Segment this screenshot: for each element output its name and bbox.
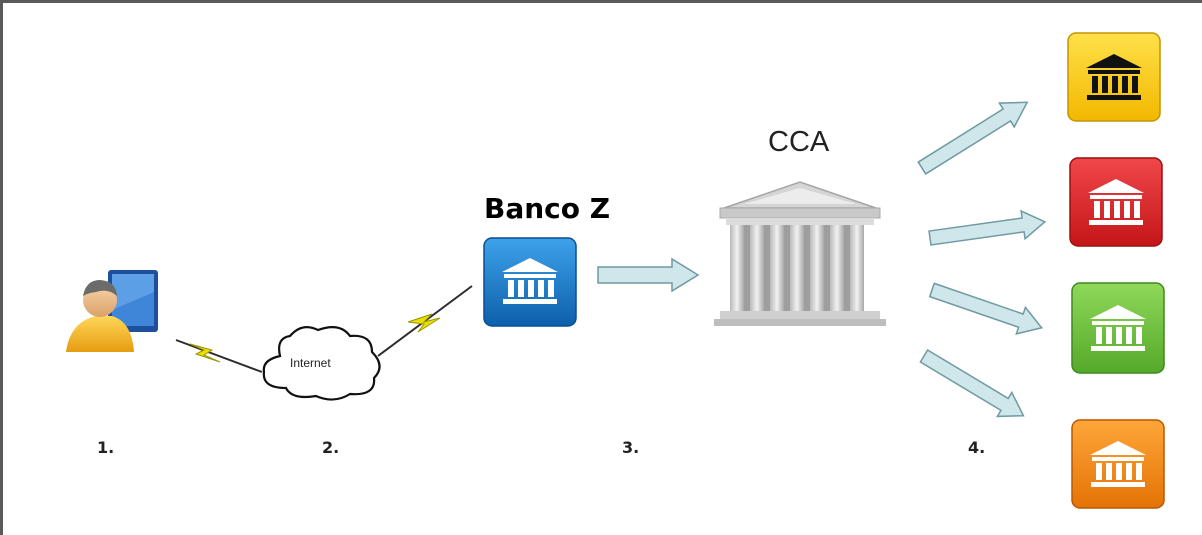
arrow-to-cca bbox=[597, 257, 700, 293]
step-3-label: 3. bbox=[622, 438, 640, 457]
building-icon bbox=[714, 181, 886, 326]
arrow-to-green-bank bbox=[928, 282, 1044, 335]
step-2-label: 2. bbox=[322, 438, 340, 457]
yellow-bank-icon bbox=[1067, 32, 1161, 122]
step-4-label: 4. bbox=[968, 438, 986, 457]
arrow-to-red-bank bbox=[928, 209, 1047, 246]
banco-z-bank-icon bbox=[483, 237, 577, 327]
arrow-to-yellow-bank bbox=[917, 101, 1029, 175]
banco-z-title: Banco Z bbox=[484, 192, 611, 225]
arrow-to-orange-bank bbox=[919, 348, 1025, 418]
lightning-icon bbox=[377, 285, 473, 357]
green-bank-icon bbox=[1071, 282, 1165, 374]
lightning-icon bbox=[175, 339, 263, 373]
cca-title: CCA bbox=[768, 126, 830, 158]
red-bank-icon bbox=[1069, 157, 1163, 247]
internet-label: Internet bbox=[290, 356, 331, 370]
orange-bank-icon bbox=[1071, 419, 1165, 509]
cloud-icon bbox=[262, 325, 381, 401]
step-1-label: 1. bbox=[97, 438, 115, 457]
user-computer-icon bbox=[66, 270, 158, 352]
